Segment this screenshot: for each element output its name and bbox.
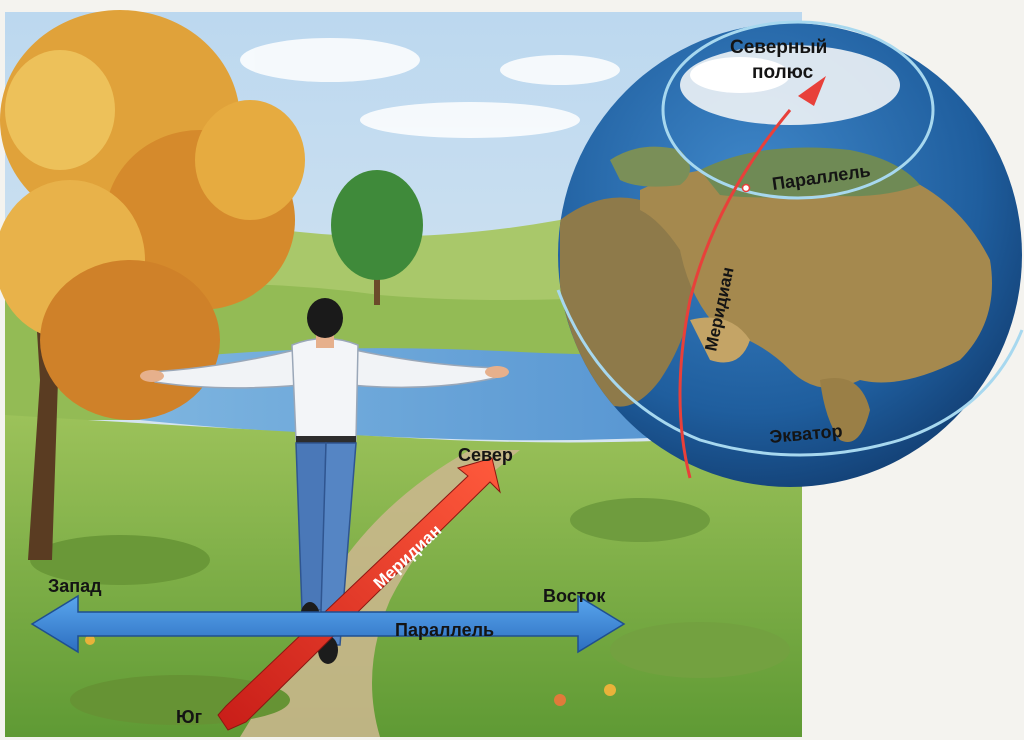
west-label: Запад: [48, 576, 102, 596]
globe: [558, 22, 1022, 487]
north-pole-label-line2: полюс: [752, 62, 814, 83]
north-pole-label-line1: Северный: [730, 37, 827, 58]
east-label: Восток: [543, 586, 606, 606]
north-label: Север: [458, 445, 513, 465]
parallel-label: Параллель: [395, 620, 494, 640]
south-label: Юг: [176, 707, 203, 727]
